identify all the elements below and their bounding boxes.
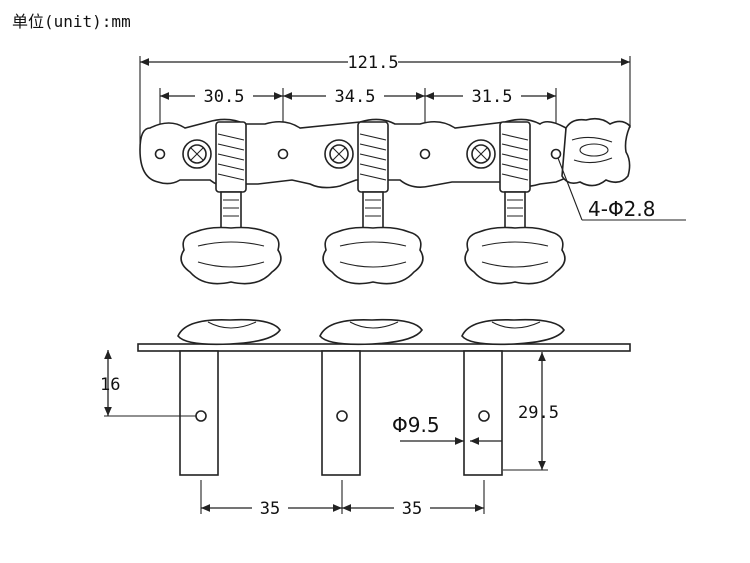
- shaft-1: [220, 191, 242, 231]
- tuning-key-side-1: [177, 318, 281, 346]
- tuning-key-top-2: [322, 226, 424, 285]
- gear-screw-3: [466, 139, 496, 169]
- worm-gear-1: [215, 121, 247, 193]
- worm-gear-2: [357, 121, 389, 193]
- gear-screw-1: [182, 139, 212, 169]
- post-diameter-label: Φ9.5: [392, 413, 440, 437]
- shaft-1-rings: [223, 199, 239, 217]
- shaft-2-rings: [365, 199, 381, 217]
- end-decoration: [561, 117, 631, 187]
- post-height-label: 29.5: [518, 403, 559, 423]
- units-label: 单位(unit):mm: [12, 12, 131, 31]
- height-label: 16: [100, 375, 120, 395]
- shaft-3: [504, 191, 526, 231]
- mounting-hole-2: [277, 148, 289, 160]
- mounting-hole-3: [419, 148, 431, 160]
- end-decoration-slot: [579, 143, 609, 157]
- hole-callout-label: 4-Φ2.8: [588, 197, 656, 221]
- post-hole-3: [478, 410, 490, 422]
- end-decoration-slots: [571, 136, 613, 164]
- gear-screw-2: [324, 139, 354, 169]
- post-spacing-label-2: 35: [402, 499, 422, 519]
- tuning-key-side-grooves: [207, 321, 541, 329]
- spacing-label-1: 30.5: [204, 87, 245, 107]
- mounting-hole-4: [550, 148, 562, 160]
- tuning-key-top-3: [464, 226, 566, 285]
- post-hole-2: [336, 410, 348, 422]
- top-view: 121.5 30.5 34.5 31.5: [139, 50, 686, 285]
- shaft-2: [362, 191, 384, 231]
- spacing-label-2: 34.5: [335, 87, 376, 107]
- tuning-key-side-3: [461, 318, 565, 346]
- shaft-3-rings: [507, 199, 523, 217]
- hole-callout-leader: [557, 157, 583, 221]
- side-view: 16 29.5 Φ9.5 35 35: [100, 318, 631, 519]
- base-plate-side: [137, 343, 631, 352]
- mounting-hole-1: [154, 148, 166, 160]
- tuning-key-side-2: [319, 318, 423, 346]
- overall-length-label: 121.5: [347, 53, 398, 73]
- worm-gear-3: [499, 121, 531, 193]
- tuning-key-top-1: [180, 226, 282, 285]
- post-spacing-label-1: 35: [260, 499, 280, 519]
- spacing-label-3: 31.5: [472, 87, 513, 107]
- post-hole-1: [195, 410, 207, 422]
